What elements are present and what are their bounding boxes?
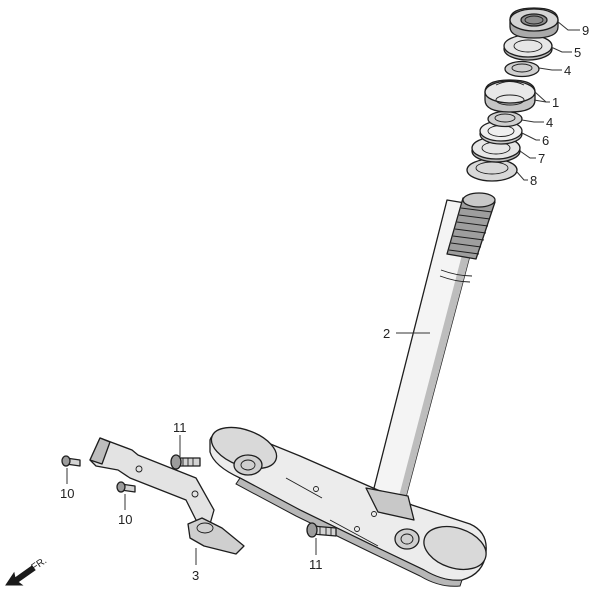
bearing-stack <box>466 7 559 182</box>
callout-10-upper: 10 <box>60 486 74 501</box>
bolt-11-upper <box>170 454 201 470</box>
part-4-lower-bearing <box>487 110 523 128</box>
callout-11-upper: 11 <box>173 420 187 435</box>
part-3-bracket <box>89 437 245 555</box>
part-6-outer-race <box>479 120 523 145</box>
part-1-head-race <box>484 79 536 113</box>
callout-8: 8 <box>530 173 537 188</box>
leader-lines <box>66 20 580 565</box>
callout-11-lower: 11 <box>309 557 323 572</box>
callout-1: 1 <box>552 95 559 110</box>
callout-10-lower: 10 <box>118 512 132 527</box>
bolt-10-lower <box>116 481 136 493</box>
part-5-upper-race <box>503 34 553 61</box>
part-4-upper-bearing <box>504 60 540 78</box>
front-arrow-icon <box>5 565 36 586</box>
bolt-10-upper <box>61 455 81 467</box>
callout-4-upper: 4 <box>564 63 571 78</box>
bolt-11-lower <box>306 522 337 538</box>
front-direction-indicator: FR. <box>5 555 49 586</box>
part-9-lock-nut <box>509 7 559 39</box>
callout-9: 9 <box>582 23 589 38</box>
part-2-steering-stem <box>371 192 496 505</box>
callout-4-lower: 4 <box>546 115 553 130</box>
callout-3: 3 <box>192 568 199 583</box>
callout-6: 6 <box>542 133 549 148</box>
callout-2: 2 <box>383 326 390 341</box>
callout-5: 5 <box>574 45 581 60</box>
lower-triple-clamp <box>209 426 487 587</box>
callout-7: 7 <box>538 151 545 166</box>
